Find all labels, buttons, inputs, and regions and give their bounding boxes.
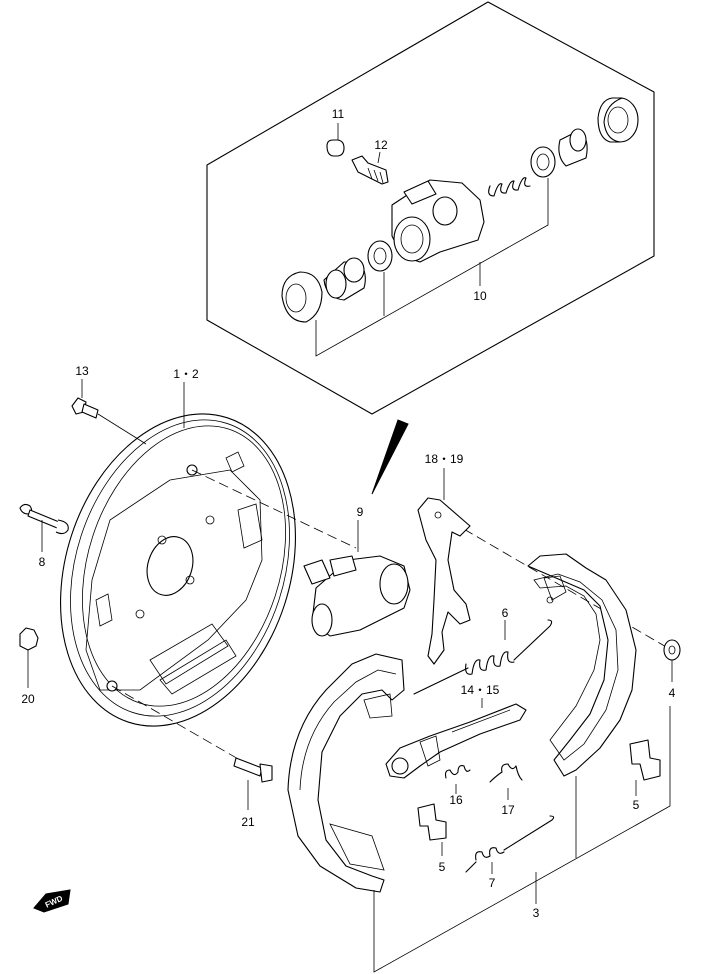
part-3-right-brake-shoe [527, 553, 637, 777]
cylinder-right-piston [558, 128, 588, 167]
part-20-nut [19, 627, 39, 688]
cylinder-right-cup [530, 146, 556, 178]
part-11-bleeder-cap [326, 123, 345, 157]
part-5-clip-right [629, 739, 661, 796]
part-10-bracket [315, 178, 549, 357]
part-4-retainer [663, 639, 681, 682]
part-17-spring [489, 763, 523, 800]
label-11: 11 [332, 107, 345, 121]
label-21: 21 [241, 815, 255, 829]
label-18-19: 18・19 [425, 452, 464, 466]
part-13-bolt [71, 379, 147, 445]
cylinder-right-boot [597, 97, 639, 143]
label-3: 3 [533, 906, 540, 920]
part-10-cylinder-body [391, 179, 485, 263]
label-4: 4 [669, 686, 676, 700]
label-6: 6 [502, 606, 509, 620]
label-7: 7 [489, 876, 496, 890]
part-1-2-backing-plate [60, 413, 296, 727]
label-10: 10 [473, 289, 487, 303]
cylinder-spring [488, 177, 531, 197]
label-13: 13 [75, 364, 89, 378]
part-9-wheel-cylinder [303, 520, 411, 637]
part-7-spring [465, 815, 555, 874]
part-8-pin [19, 503, 69, 552]
label-14-15: 14・15 [461, 683, 500, 697]
label-16: 16 [449, 793, 463, 807]
label-5-lower: 5 [439, 860, 446, 874]
label-12: 12 [374, 138, 388, 152]
part-16-spring [444, 765, 471, 794]
label-9: 9 [357, 505, 364, 519]
cylinder-left-cup [367, 240, 393, 272]
label-17: 17 [501, 803, 515, 817]
part-5-clip-lower [417, 803, 447, 856]
label-20: 20 [21, 692, 35, 706]
part-14-15-adjuster [385, 698, 527, 779]
label-5-right: 5 [633, 798, 640, 812]
label-1-2: 1・2 [173, 367, 199, 381]
alignment-lines [111, 469, 669, 761]
direction-arrow [371, 419, 409, 495]
part-6-spring [413, 619, 553, 695]
part-12-bleeder-screw [351, 151, 389, 185]
cylinder-left-boot [281, 271, 323, 323]
label-8: 8 [39, 555, 46, 569]
part-3-bracket [373, 706, 671, 973]
fwd-badge: FWD [33, 889, 71, 913]
part-3-left-brake-shoe [287, 653, 405, 893]
wheel-cylinder-kit-box [206, 1, 655, 415]
cylinder-left-piston [323, 257, 366, 301]
part-18-19-lever [417, 468, 471, 665]
part-labels: 11 12 10 13 1・2 18・19 9 8 6 4 20 14・15 1… [21, 107, 675, 920]
part-21-bolt [233, 757, 273, 810]
